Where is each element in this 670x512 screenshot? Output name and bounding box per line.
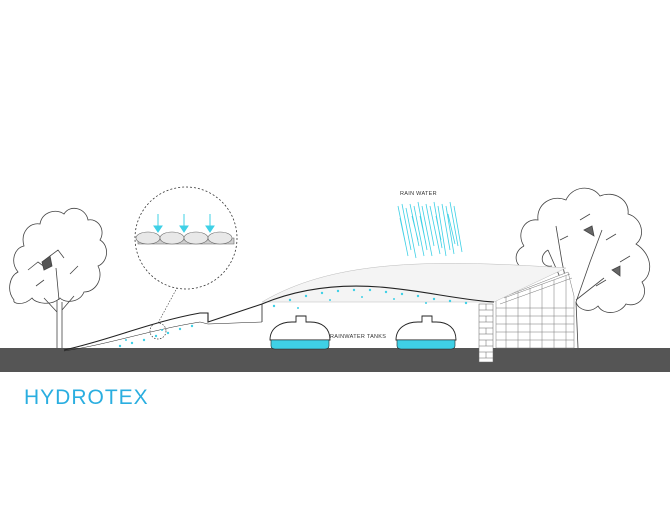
tree-left <box>9 207 107 348</box>
brand-title: HYDROTEX <box>24 386 149 409</box>
roof-upper-surface <box>261 263 567 303</box>
drip-dots <box>118 288 468 348</box>
masonry-wall <box>495 271 575 349</box>
brick-column <box>478 303 494 363</box>
rainwater-tank-right <box>395 315 457 350</box>
arrow-down-icon <box>153 214 215 233</box>
rainwater-tank-left <box>269 315 331 350</box>
detail-marker <box>149 322 167 340</box>
rain-streaks <box>397 201 463 259</box>
ground-slab <box>0 348 670 372</box>
tree-right <box>515 187 650 349</box>
detail-callout <box>134 186 238 340</box>
rain-water-label: RAIN WATER <box>400 191 437 197</box>
membrane-cells <box>135 231 235 245</box>
rainwater-tanks-label: RAINWATER TANKS <box>330 334 386 340</box>
roof-profile <box>63 285 495 352</box>
